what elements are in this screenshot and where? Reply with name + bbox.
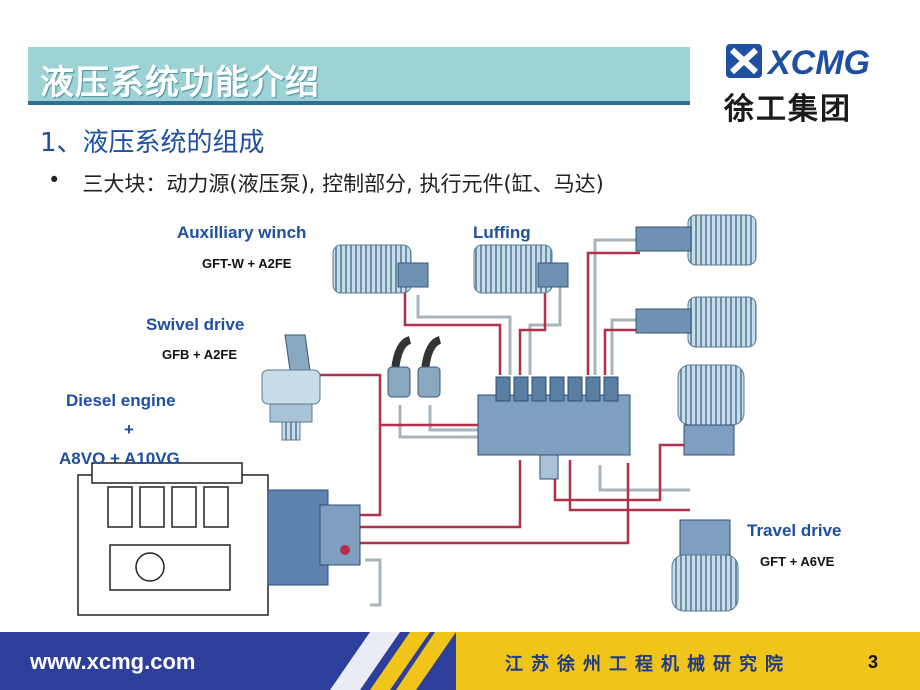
travel-drive-lower (671, 519, 739, 612)
diesel-engine (77, 462, 269, 616)
xcmg-logo-mark: XCMG (726, 44, 870, 82)
main-winch-lower (635, 296, 757, 348)
auxiliary-winch-motor (332, 244, 429, 294)
swivel-drive-model: GFB + A2FE (162, 347, 238, 362)
aux-winch-model: GFT-W + A2FE (202, 256, 292, 271)
travel-drive-upper (677, 364, 745, 456)
title-bar: 液压系统功能介绍 (28, 47, 690, 105)
hydraulic-system-diagram: Auxilliary winch GFT-W + A2FE Luffing Sw… (0, 205, 920, 630)
bullet-item: • 三大块：动力源(液压泵), 控制部分, 执行元件(缸、马达) (48, 168, 604, 198)
slide-title: 液压系统功能介绍 (40, 63, 320, 103)
footer-website: www.xcmg.com (30, 649, 196, 674)
swivel-drive-label: Swivel drive (146, 315, 245, 334)
footer-institute: 江苏徐州工程机械研究院 (505, 654, 791, 675)
bullet-marker: • (48, 168, 61, 192)
section-heading: 1、液压系统的组成 (40, 128, 265, 158)
travel-drive-label: Travel drive (747, 521, 842, 540)
pilot-joysticks (387, 336, 442, 398)
multi-way-control-valve (477, 376, 631, 480)
diesel-engine-label: Diesel engine (66, 391, 176, 410)
luffing-winch-motor (473, 244, 569, 294)
bullet-text: 三大块：动力源(液压泵), 控制部分, 执行元件(缸、马达) (82, 172, 604, 196)
hydraulic-schematic (77, 214, 757, 616)
page-number: 3 (868, 652, 879, 672)
diesel-plus-sign: + (124, 420, 134, 439)
footer-stripe-decoration (330, 632, 456, 690)
footer: www.xcmg.com 江苏徐州工程机械研究院 3 (0, 632, 920, 690)
luffing-label: Luffing (473, 223, 531, 242)
logo-chinese-name: 徐工集团 (724, 92, 852, 127)
travel-drive-model: GFT + A6VE (760, 554, 835, 569)
pump-models-label: A8VO + A10VG (59, 449, 180, 468)
aux-winch-label: Auxilliary winch (177, 223, 307, 242)
xcmg-logo: XCMG 徐工集团 (722, 40, 892, 127)
footer-yellow-band (456, 632, 920, 690)
main-pumps (267, 489, 361, 586)
logo-wordmark: XCMG (766, 44, 870, 82)
main-winch-upper (635, 214, 757, 266)
swivel-drive-unit (261, 334, 321, 441)
